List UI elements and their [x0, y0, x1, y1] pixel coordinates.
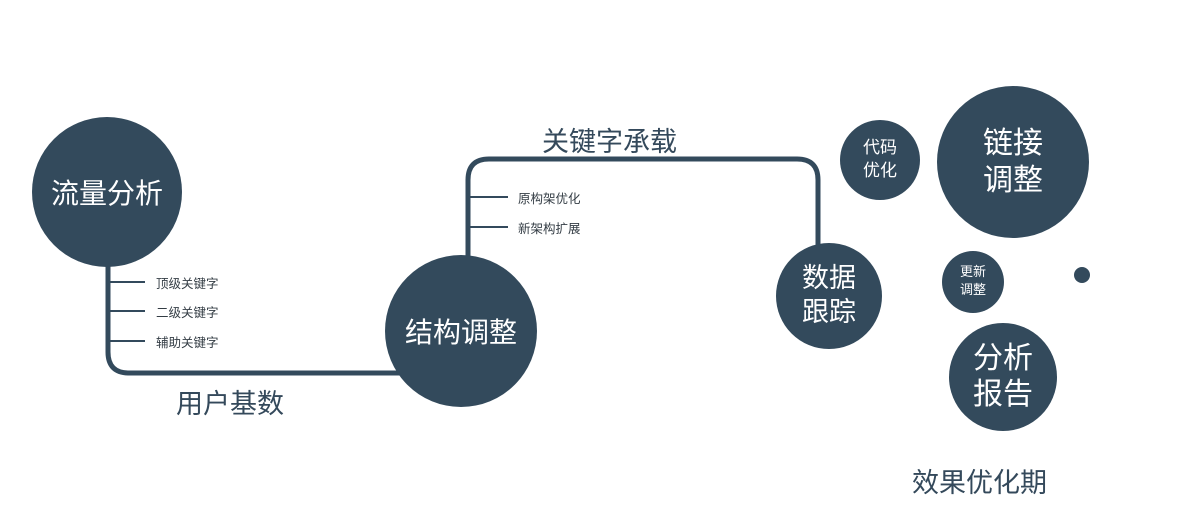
decor-dot — [1074, 267, 1090, 283]
keyword-level-second: 二级关键字 — [156, 305, 219, 320]
architecture-item-new: 新架构扩展 — [518, 221, 581, 236]
path-structure-to-tracking — [465, 156, 821, 260]
node-analysis-report-label: 分析 报告 — [973, 341, 1033, 412]
node-code-optimize-label: 代码 优化 — [863, 138, 897, 181]
node-structure-adjust: 结构调整 — [385, 255, 537, 407]
node-structure-adjust-label: 结构调整 — [404, 316, 517, 349]
path-traffic-to-structure — [105, 255, 400, 376]
node-update-adjust: 更新 调整 — [942, 251, 1004, 313]
keyword-level-top: 顶级关键字 — [156, 276, 219, 291]
keyword-level-auxiliary: 辅助关键字 — [156, 335, 219, 350]
node-link-adjust-label: 链接 调整 — [983, 125, 1043, 199]
node-analysis-report: 分析 报告 — [949, 323, 1057, 431]
node-data-tracking: 数据 跟踪 — [776, 243, 882, 349]
node-update-adjust-label: 更新 调整 — [959, 265, 986, 298]
node-traffic-analysis-label: 流量分析 — [50, 177, 163, 210]
node-traffic-analysis: 流量分析 — [32, 117, 182, 267]
node-code-optimize: 代码 优化 — [840, 120, 920, 200]
node-link-adjust: 链接 调整 — [937, 86, 1089, 238]
architecture-item-original: 原构架优化 — [518, 191, 581, 206]
stage-label-effect-optimize: 效果优化期 — [912, 468, 1047, 499]
stage-label-keyword-carry: 关键字承载 — [542, 127, 677, 158]
stage-label-user-base: 用户基数 — [176, 389, 284, 420]
node-data-tracking-label: 数据 跟踪 — [802, 263, 856, 328]
